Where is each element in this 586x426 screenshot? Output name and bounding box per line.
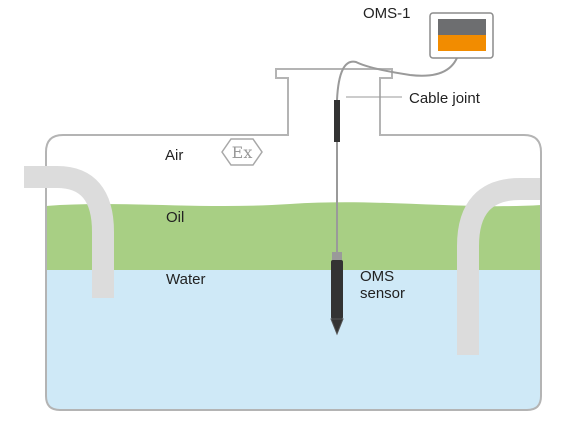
inlet-pipe-left (24, 166, 114, 298)
cable-joint (334, 100, 340, 142)
cable-joint-label: Cable joint (409, 90, 481, 107)
water-label: Water (166, 271, 205, 288)
air-label: Air (165, 147, 183, 164)
oms-display-icon (429, 12, 494, 59)
oil-label: Oil (166, 209, 184, 226)
outlet-pipe-right (457, 178, 540, 355)
device-label: OMS-1 (363, 5, 411, 22)
explosion-proof-icon: Ex (221, 138, 263, 166)
sensor-cable (336, 51, 460, 256)
water-layer (46, 270, 541, 410)
oil-layer (46, 202, 541, 272)
sensor-label-line1: OMS (360, 268, 394, 285)
tank-outline (45, 68, 542, 411)
ex-mark-label: Ex (232, 143, 253, 162)
sensor-probe-icon (330, 252, 344, 336)
tank-contents (46, 202, 541, 410)
sensor-label-line2: sensor (360, 285, 405, 302)
